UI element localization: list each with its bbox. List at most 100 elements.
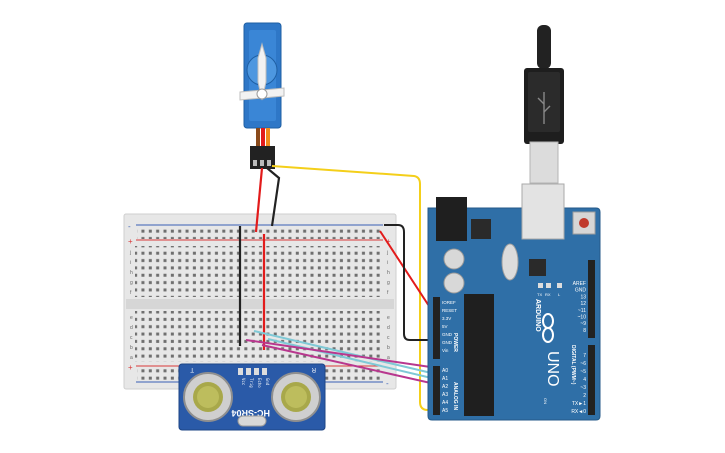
wire-cyan-2[interactable] [267,338,445,382]
row-letter-right: h [387,270,390,276]
led-tx-label: TX [537,292,542,297]
wire-servo-black[interactable] [266,167,281,227]
usb-cable[interactable] [524,25,564,184]
digital-pin-label: 4 [583,377,586,383]
digital-header-bottom[interactable] [588,345,595,415]
row-letter-right: b [387,345,390,351]
digital-pin-label: ~11 [578,308,586,314]
digital-header-title: DIGITAL (PWM~) [570,345,576,385]
digital-pin-label: AREF [573,281,586,287]
digital-pin-label: ~5 [580,369,586,375]
analog-pin-label: A3 [442,392,448,398]
on-label: ON [543,398,548,404]
row-letter-left: f [130,290,132,296]
rail-plus-label-right: + [386,237,391,246]
power-pin-label: IOREF [442,300,456,305]
led-rx-label: RX [545,292,551,297]
row-letter-right: f [387,290,389,296]
rail-plus-label: + [128,237,133,246]
row-letter-right: i [387,260,388,266]
row-letter-right: e [387,315,390,321]
wire-black-gnd[interactable] [384,224,444,341]
digital-pin-label: ~9 [580,321,586,327]
sensor-mark-r: R [311,366,316,372]
sensor-pin-gnd: Gnd [265,378,270,386]
power-jack[interactable] [436,197,467,241]
row-letter-right: d [387,325,390,331]
rail-minus-label-bottom: - [386,379,389,388]
power-pin-label: RESET [442,308,457,313]
sensor-pin-echo: Echo [257,378,262,388]
arduino-model: UNO [544,351,561,387]
usb-b-cable-icon [537,25,551,69]
power-pin-label: GND [442,332,453,337]
sensor-model-label: HC-SR04 [231,408,270,418]
sensor-pin-trig: Trig [249,378,254,388]
power-header[interactable] [433,297,440,359]
wire-magenta-2[interactable] [261,344,445,387]
rail-minus-label: - [128,222,131,231]
digital-header-top[interactable] [588,260,595,338]
row-letter-left: h [130,270,133,276]
analog-header[interactable] [433,366,440,415]
top-power-rail[interactable] [137,226,383,239]
arduino-brand: ARDUINO [534,299,541,332]
servo-shaft-icon [256,88,268,100]
row-letter-left: d [130,325,133,331]
atmega-chip [464,294,494,416]
led-l-label: L [558,292,561,297]
digital-pin-label: GND [575,288,587,294]
row-letter-left: e [130,315,133,321]
servo-motor[interactable] [239,22,285,169]
digital-pin-label: 8 [583,328,586,334]
power-header-title: POWER [452,333,458,352]
sensor-pin-vcc: Vcc [241,378,246,386]
row-letter-right: c [387,335,390,341]
row-letter-left: b [130,345,133,351]
ultrasonic-sensor[interactable]: Vcc Trig Echo Gnd HC-SR04 T R [178,363,326,431]
row-letter-left: a [130,355,133,361]
usb-port[interactable] [521,183,565,240]
analog-header-title: ANALOG IN [452,382,458,410]
analog-pin-label: A2 [442,384,448,390]
arduino-uno-board[interactable]: TX RX L ARDUINO UNO ON IOREF RESET 3.3V 5V G… [427,183,601,421]
digital-pin-label: 12 [580,301,586,307]
sensor-mark-t: T [190,366,194,372]
digital-pin-label: ~10 [578,315,587,321]
wire-magenta-1[interactable] [245,339,445,370]
rail-plus-label-bottom: + [128,363,133,372]
digital-pin-label: 13 [580,294,586,300]
row-letter-right: g [387,280,390,286]
digital-pin-label: ~6 [580,361,586,367]
row-letter-left: g [130,280,133,286]
row-letter-left: j [129,250,131,256]
digital-pin-label: TX►1 [572,401,586,407]
power-pin-label: GND [442,340,453,345]
power-pin-label: 3.3V [442,316,451,321]
analog-pin-label: A4 [442,400,448,406]
power-pin-labels: IOREF RESET 3.3V 5V GND GND Vin [442,300,457,353]
row-letter-right: j [386,250,388,256]
wire-cyan-1[interactable] [253,330,445,377]
analog-pin-label: A1 [442,376,448,382]
top-terminal-strip[interactable] [135,246,383,297]
sensor-crystal [237,415,267,427]
power-pin-label: Vin [442,348,449,353]
analog-pin-label: A0 [442,368,448,374]
analog-pin-label: A5 [442,408,448,414]
row-letter-left: c [130,335,133,341]
digital-pin-label: 7 [583,353,586,359]
power-pin-label: 5V [442,324,448,329]
digital-pin-label: ~3 [580,385,586,391]
arduino-logo-icon [542,313,554,343]
row-letter-left: i [130,260,131,266]
wire-servo-red[interactable] [254,167,264,233]
digital-pin-label: RX◄0 [571,409,586,415]
